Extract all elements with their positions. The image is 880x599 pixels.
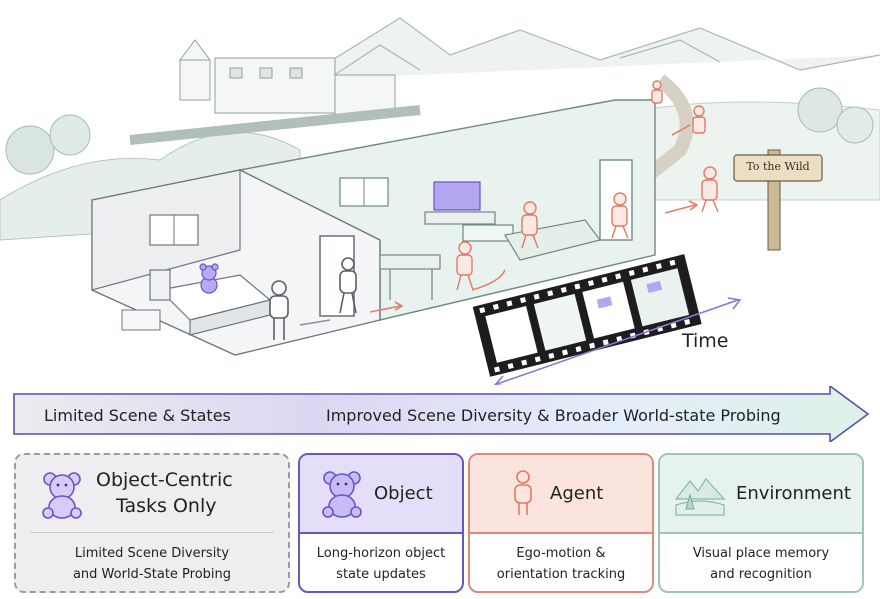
card-desc-line2: state updates (336, 567, 426, 582)
card-environment: Environment Visual place memory and reco… (658, 453, 864, 593)
card-header: Agent (470, 455, 652, 532)
person-icon (339, 257, 357, 314)
film-strip (472, 254, 702, 377)
card-description: Ego-motion & orientation tracking (470, 543, 652, 585)
card-divider (30, 532, 274, 533)
person-icon (269, 280, 289, 340)
town-buildings (179, 39, 396, 116)
landscape-icon (674, 478, 726, 516)
card-title-line1: Object-Centric (96, 469, 233, 491)
arrow-right-label: Improved Scene Diversity & Broader World… (326, 406, 781, 425)
card-description: Long-horizon object state updates (300, 543, 462, 585)
card-agent: Agent Ego-motion & orientation tracking (468, 453, 654, 593)
card-header: Environment (660, 455, 862, 532)
mountains (299, 17, 880, 81)
card-desc-line1: Long-horizon object (316, 546, 446, 561)
card-description: Limited Scene Diversity and World-State … (16, 543, 288, 585)
card-title-line2: Tasks Only (116, 495, 217, 517)
person-icon (521, 201, 539, 249)
arrow-left-label: Limited Scene & States (44, 406, 231, 425)
teddy-bear-icon (322, 471, 362, 518)
card-divider (660, 532, 862, 534)
signpost (733, 149, 823, 251)
agent-figures (456, 80, 719, 291)
nightstand (121, 309, 161, 331)
person-icon (456, 241, 474, 291)
sign-text: To the Wild (746, 160, 810, 173)
motion-arrows (369, 124, 699, 313)
living-furniture (379, 181, 602, 300)
card-desc-line1: Limited Scene Diversity (74, 546, 230, 561)
bed (149, 269, 272, 336)
teddy-bear-icon (199, 263, 219, 294)
teddy-bear-icon (42, 472, 82, 519)
card-header: Object (300, 455, 462, 532)
card-object-centric: Object-Centric Tasks Only Limited Scene … (14, 453, 290, 593)
card-desc-line2: and World-State Probing (72, 567, 232, 582)
card-object: Object Long-horizon object state updates (298, 453, 464, 593)
scene-illustration (0, 17, 880, 385)
card-description: Visual place memory and recognition (660, 543, 862, 585)
card-desc-line1: Ego-motion & (516, 546, 606, 561)
card-desc-line1: Visual place memory (692, 546, 830, 561)
card-desc-line2: orientation tracking (496, 567, 626, 582)
card-header: Object-Centric Tasks Only (16, 455, 288, 532)
card-title: Environment (736, 483, 851, 504)
person-icon (651, 80, 663, 104)
card-divider (470, 532, 652, 534)
person-icon (514, 470, 532, 515)
person-icon (611, 192, 629, 239)
time-label: Time (682, 330, 729, 352)
road (129, 105, 421, 145)
card-title: Agent (550, 483, 604, 504)
motion-arrow (299, 319, 331, 326)
progress-arrow (13, 386, 870, 442)
card-title: Object (374, 483, 433, 504)
time-axis-arrow (493, 297, 742, 385)
card-divider (300, 532, 462, 534)
card-desc-line2: and recognition (710, 567, 812, 582)
person-icon (692, 105, 706, 134)
person-icon (701, 166, 719, 213)
